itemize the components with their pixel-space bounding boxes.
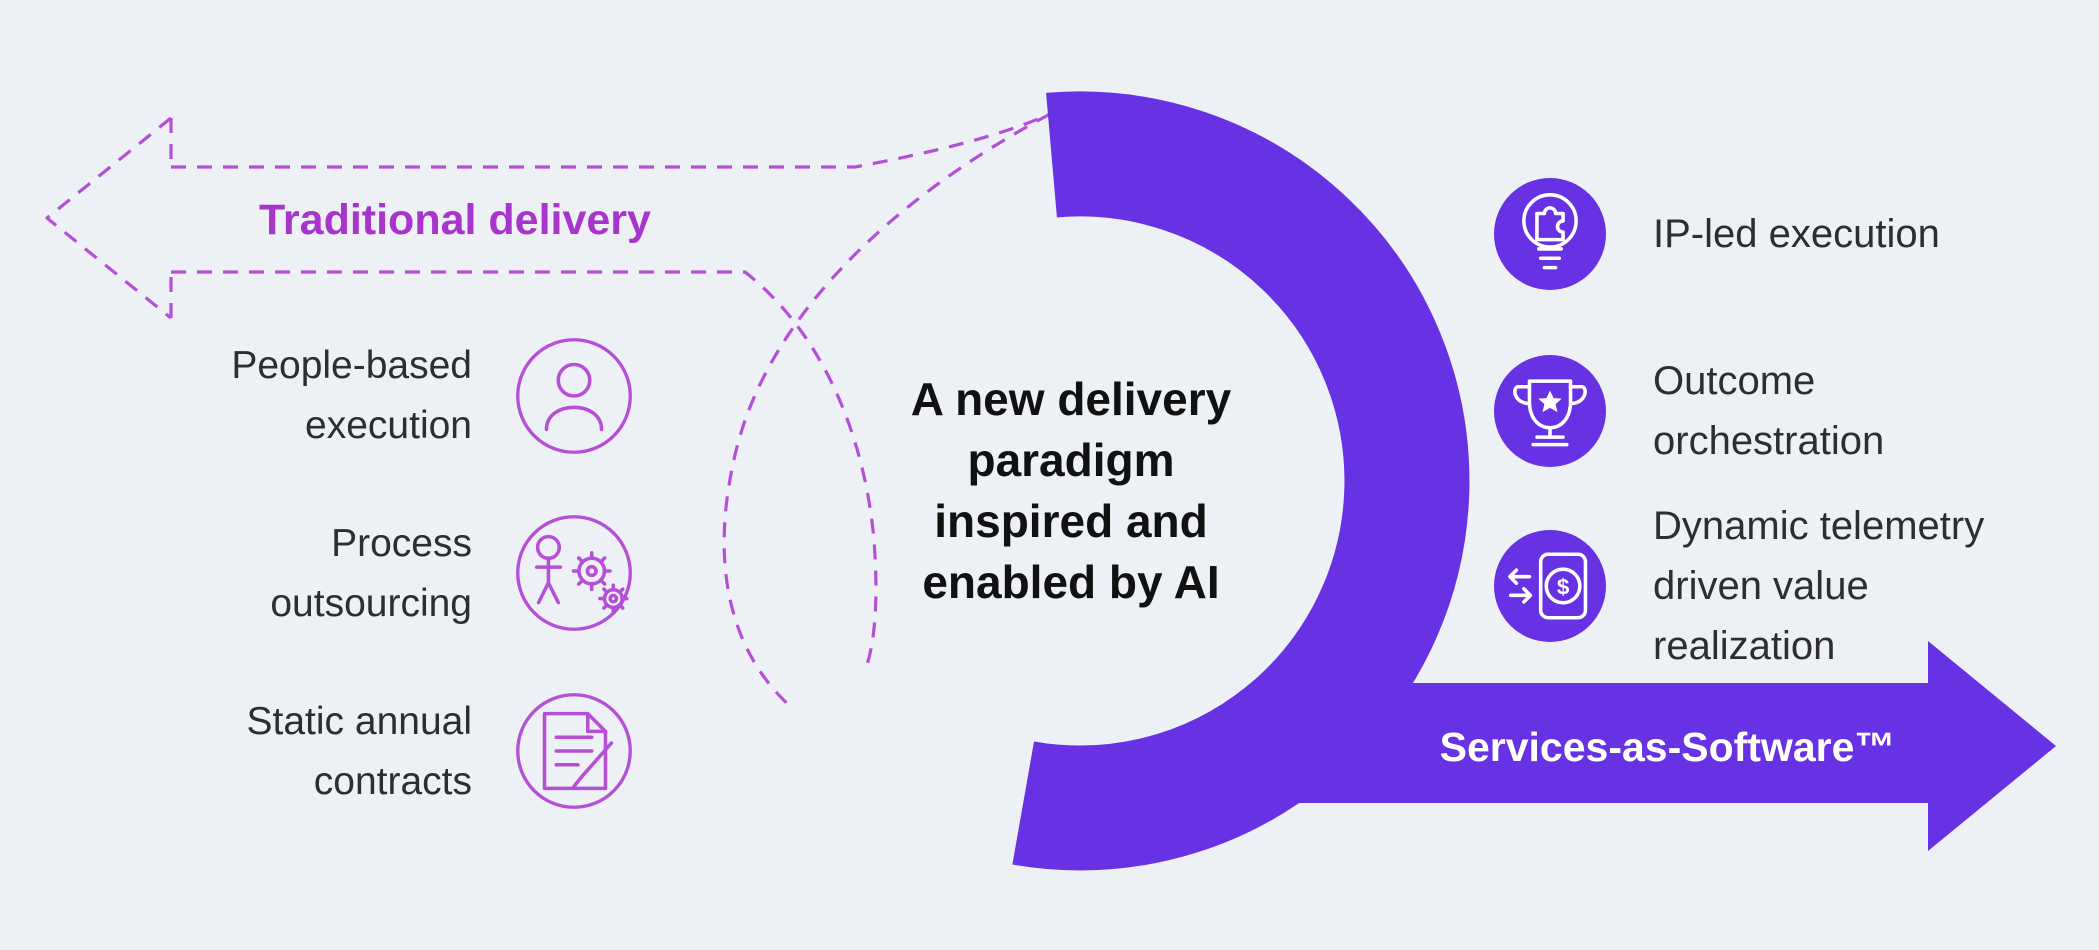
services-item-3-label: Dynamic telemetry driven value realizati…	[1653, 504, 1985, 668]
traditional-item-3-label: Static annual contracts	[246, 700, 473, 803]
services-item-1-label: IP-led execution	[1653, 212, 1940, 256]
bulb-puzzle-icon	[1494, 178, 1606, 290]
person-icon	[515, 337, 633, 455]
traditional-item-1-label: People-based execution	[231, 344, 472, 447]
process-outsourcing-icon	[515, 514, 633, 632]
contract-icon	[515, 692, 633, 810]
traditional-item-2-label: Process outsourcing	[270, 522, 472, 625]
traditional-title: Traditional delivery	[259, 196, 651, 244]
telemetry-icon: $	[1494, 530, 1606, 642]
transformation-ring	[1012, 91, 1470, 871]
dollar-glyph: $	[1557, 574, 1570, 599]
services-arrow-label: Services-as-Software™	[1439, 724, 1896, 770]
trophy-icon	[1494, 355, 1606, 467]
center-headline: A new delivery paradigm inspired and ena…	[910, 373, 1232, 608]
services-arrow-shape	[1265, 641, 2056, 851]
services-item-2-label: Outcome orchestration	[1653, 359, 1885, 463]
traditional-dashed-arrow	[45, 112, 1051, 710]
